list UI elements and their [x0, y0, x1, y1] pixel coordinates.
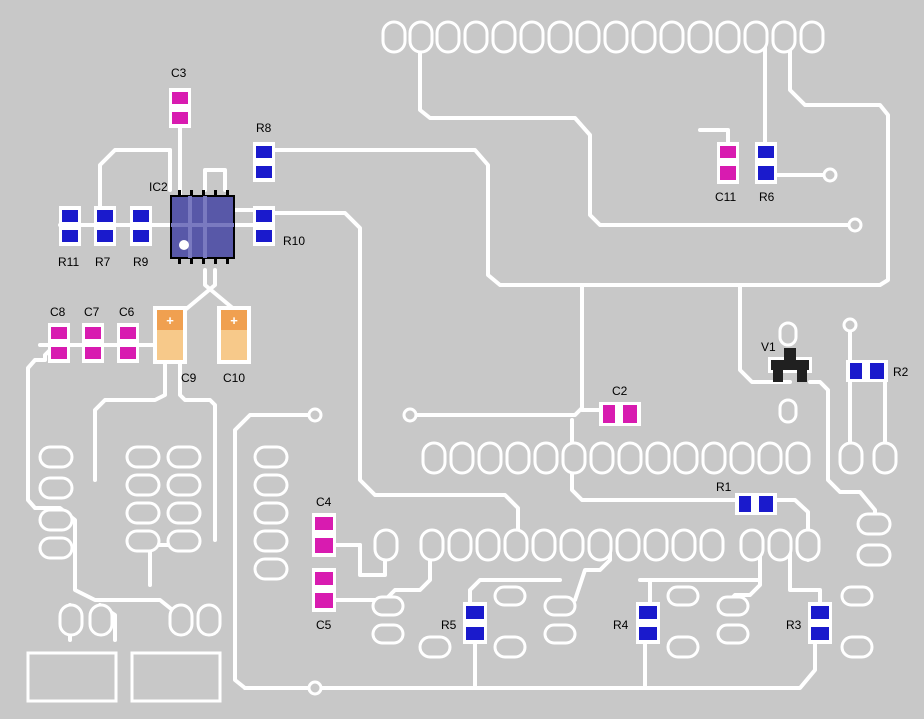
label-ic2: IC2 [149, 180, 168, 194]
capacitor-c11 [717, 142, 739, 184]
label-c10: C10 [223, 371, 245, 385]
resistor-r5 [463, 602, 487, 644]
capacitor-c4 [312, 513, 336, 557]
label-c7: C7 [84, 305, 100, 319]
resistor-r1 [735, 493, 777, 515]
label-r5: R5 [441, 618, 457, 632]
label-r10: R10 [283, 234, 305, 248]
components: + + [48, 88, 888, 644]
label-r7: R7 [95, 255, 111, 269]
resistor-r4 [636, 602, 660, 644]
resistor-r10 [253, 206, 275, 246]
capacitor-c2 [599, 402, 641, 426]
label-c9: C9 [181, 371, 197, 385]
label-r11: R11 [58, 255, 79, 269]
label-c5: C5 [316, 618, 332, 632]
label-c11: C11 [715, 190, 736, 204]
capacitor-c3 [169, 88, 191, 128]
varistor-v1 [768, 348, 812, 382]
label-c8: C8 [50, 305, 66, 319]
capacitor-c8 [48, 323, 70, 363]
label-c6: C6 [119, 305, 135, 319]
resistor-r3 [808, 602, 832, 644]
label-c2: C2 [612, 384, 628, 398]
label-r4: R4 [613, 618, 629, 632]
electrolytic-capacitor-c10: + [217, 306, 251, 364]
component-labels: C3 R8 IC2 R10 R11 R7 R9 C8 C7 C6 C9 C10 … [50, 66, 909, 632]
capacitor-c6 [117, 323, 139, 363]
resistor-r7 [94, 206, 116, 246]
label-v1: V1 [761, 340, 776, 354]
resistor-r8 [253, 142, 275, 182]
capacitor-c7 [82, 323, 104, 363]
c10-polarity-mark: + [230, 313, 238, 328]
capacitor-c5 [312, 568, 336, 612]
label-r3: R3 [786, 618, 802, 632]
pads [26, 20, 898, 703]
resistor-r11 [59, 206, 81, 246]
resistor-r9 [130, 206, 152, 246]
label-r1: R1 [716, 480, 732, 494]
c9-polarity-mark: + [166, 313, 174, 328]
resistor-r2 [846, 360, 888, 382]
label-c3: C3 [171, 66, 187, 80]
resistor-r6 [755, 142, 777, 184]
label-r2: R2 [893, 365, 909, 379]
ic-ic2 [170, 190, 235, 264]
label-r8: R8 [256, 121, 272, 135]
label-r6: R6 [759, 190, 775, 204]
electrolytic-capacitor-c9: + [153, 306, 187, 364]
label-r9: R9 [133, 255, 149, 269]
label-c4: C4 [316, 495, 332, 509]
